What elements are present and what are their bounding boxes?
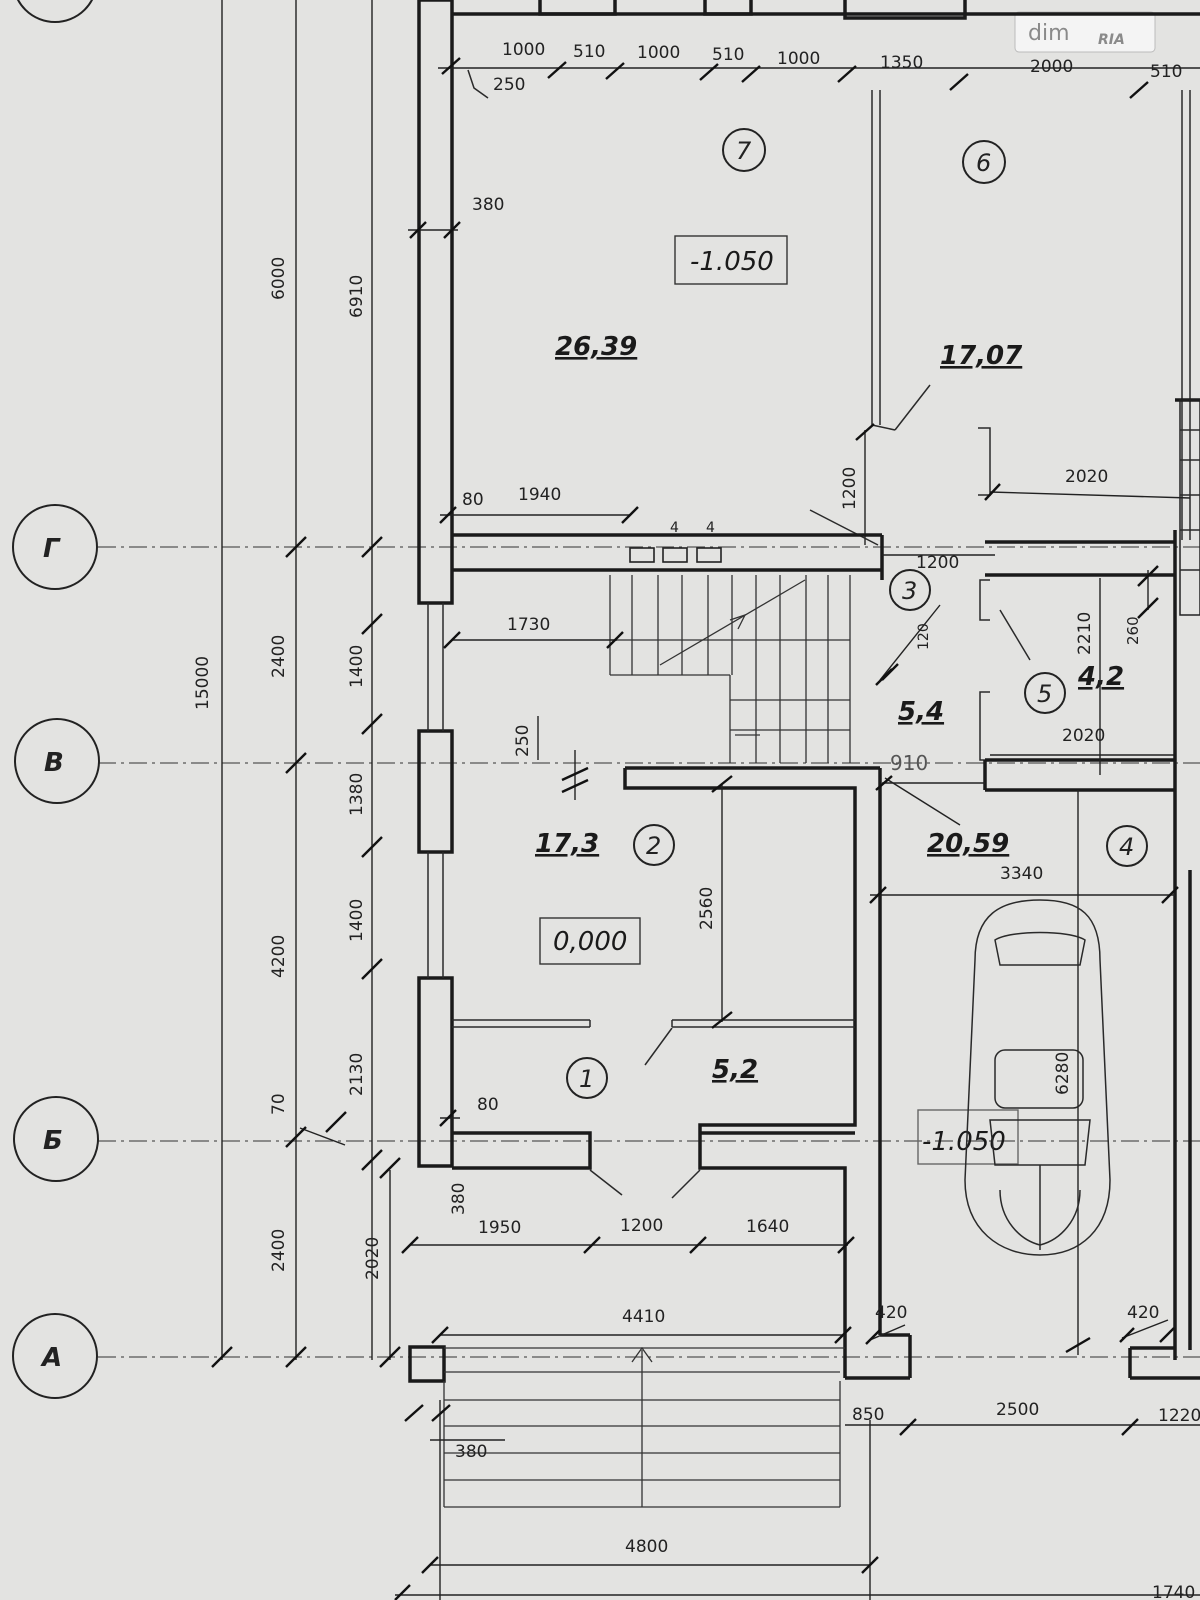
dim-top-1350: 1350 [880, 53, 923, 73]
right-wall [1173, 398, 1200, 1360]
dim-80-g: 80 [462, 490, 484, 510]
dim-70: 70 [269, 1093, 289, 1115]
dim-15000: 15000 [193, 656, 213, 710]
room-7: 7 -1.050 26,39 [555, 128, 788, 362]
dim-4b: 4 [706, 520, 715, 536]
dim-top-510b: 510 [712, 45, 744, 65]
room-2-area: 17,3 [535, 829, 599, 859]
dim-2130: 2130 [347, 1053, 367, 1096]
car-icon [964, 899, 1111, 1256]
dim-top-2000: 2000 [1030, 57, 1073, 77]
dim-250-v: 250 [513, 725, 533, 757]
dim-2400-upper: 2400 [269, 635, 289, 678]
room-1-number: 1 [579, 1065, 594, 1093]
dim-420-left: 420 [875, 1303, 907, 1323]
room-6-number: 6 [976, 149, 991, 177]
dim-380-b: 380 [449, 1183, 469, 1215]
room-6: 6 17,07 [940, 140, 1023, 371]
axis-b: Б [13, 1096, 99, 1182]
watermark: dim RIA [1014, 11, 1156, 53]
watermark-sub: RIA [1098, 32, 1125, 48]
dim-380-steps: 380 [455, 1442, 487, 1462]
dim-850: 850 [852, 1405, 884, 1425]
axis-top-partial [16, 0, 94, 23]
dim-420-right: 420 [1127, 1303, 1159, 1323]
dim-80-b: 80 [477, 1095, 499, 1115]
dim-1200-g: 1200 [916, 553, 959, 573]
dim-260: 260 [1124, 616, 1142, 645]
dim-1380: 1380 [347, 773, 367, 816]
room-7-number: 7 [736, 137, 752, 165]
dim-1730: 1730 [507, 615, 550, 635]
dim-910: 910 [890, 751, 928, 775]
dim-1740: 1740 [1152, 1583, 1195, 1600]
room-5: 5 4,2 2210 260 2020 [979, 565, 1175, 792]
dim-1640: 1640 [746, 1217, 789, 1237]
upper-rooms: 380 1200 2020 [408, 90, 1191, 546]
room-3: 3 5,4 120 [875, 569, 944, 727]
dim-4800: 4800 [625, 1537, 668, 1557]
room-3-area: 5,4 [898, 697, 944, 727]
dim-6000: 6000 [269, 257, 289, 300]
dim-1950: 1950 [478, 1218, 521, 1238]
wall-g: 4 4 80 1940 1200 [439, 485, 1175, 580]
axis-v: В [14, 718, 100, 804]
dim-2560: 2560 [697, 887, 717, 930]
axis-label-a: А [40, 1343, 62, 1373]
dim-top-1000a: 1000 [502, 40, 545, 60]
left-wall [417, 0, 454, 1168]
dim-250-top: 250 [493, 75, 525, 95]
dim-1940: 1940 [518, 485, 561, 505]
dim-1400-upper: 1400 [347, 645, 367, 688]
axis-g: Г [12, 504, 98, 590]
dim-380-upper: 380 [472, 195, 504, 215]
dim-top-1000c: 1000 [777, 49, 820, 69]
room-2: 2560 2 17,3 0,000 250 [452, 716, 912, 1380]
axis-label-g: Г [43, 534, 61, 564]
room-6-area: 17,07 [940, 341, 1023, 371]
room-4-garage: 6280 3340 910 4 20,59 -1.050 420 420 [845, 751, 1200, 1436]
entrance-steps: 4410 380 4800 1740 [394, 1307, 1200, 1600]
axis-label-v: В [44, 748, 64, 778]
room-5-number: 5 [1037, 680, 1052, 708]
dim-2020-upper: 2020 [1065, 467, 1108, 487]
room-1-area: 5,2 [712, 1055, 758, 1085]
watermark-text: dim [1028, 21, 1070, 46]
axis-a: А [12, 1313, 98, 1399]
staircase: 1730 [443, 575, 851, 763]
dim-4410: 4410 [622, 1307, 665, 1327]
dim-1220: 1220 [1158, 1406, 1200, 1426]
dim-4a: 4 [670, 520, 679, 536]
dim-2500: 2500 [996, 1400, 1039, 1420]
top-wall: 1000 510 1000 510 1000 1350 2000 510 250 [438, 0, 1200, 99]
dim-1200-vert: 1200 [840, 467, 860, 510]
dim-top-510a: 510 [573, 42, 605, 62]
dim-2020-left: 2020 [363, 1237, 383, 1280]
dim-6280: 6280 [1053, 1052, 1073, 1095]
dim-1200-b: 1200 [620, 1216, 663, 1236]
room-2-number: 2 [646, 832, 661, 860]
room-7-area: 26,39 [555, 332, 637, 362]
dim-2400-lower: 2400 [269, 1229, 289, 1272]
dim-2210: 2210 [1075, 612, 1095, 655]
dim-6910: 6910 [347, 275, 367, 318]
room-4-number: 4 [1119, 833, 1134, 861]
dim-top-510c: 510 [1150, 62, 1182, 82]
dim-top-1000b: 1000 [637, 43, 680, 63]
dim-3340: 3340 [1000, 864, 1043, 884]
level-entry: 0,000 [553, 927, 627, 957]
dim-4200: 4200 [269, 935, 289, 978]
dim-1400-lower: 1400 [347, 899, 367, 942]
axis-label-b: Б [43, 1126, 63, 1156]
left-dimension-chains: 15000 6000 2400 4200 2400 6910 1400 1380… [193, 0, 401, 1368]
dim-120: 120 [916, 623, 932, 650]
room-1: 1 5,2 80 380 1950 1200 1640 [401, 1055, 855, 1254]
level-upper: -1.050 [690, 247, 774, 277]
room-4-area: 20,59 [927, 829, 1009, 859]
room-3-number: 3 [902, 577, 917, 605]
dim-2020-lower: 2020 [1062, 726, 1105, 746]
